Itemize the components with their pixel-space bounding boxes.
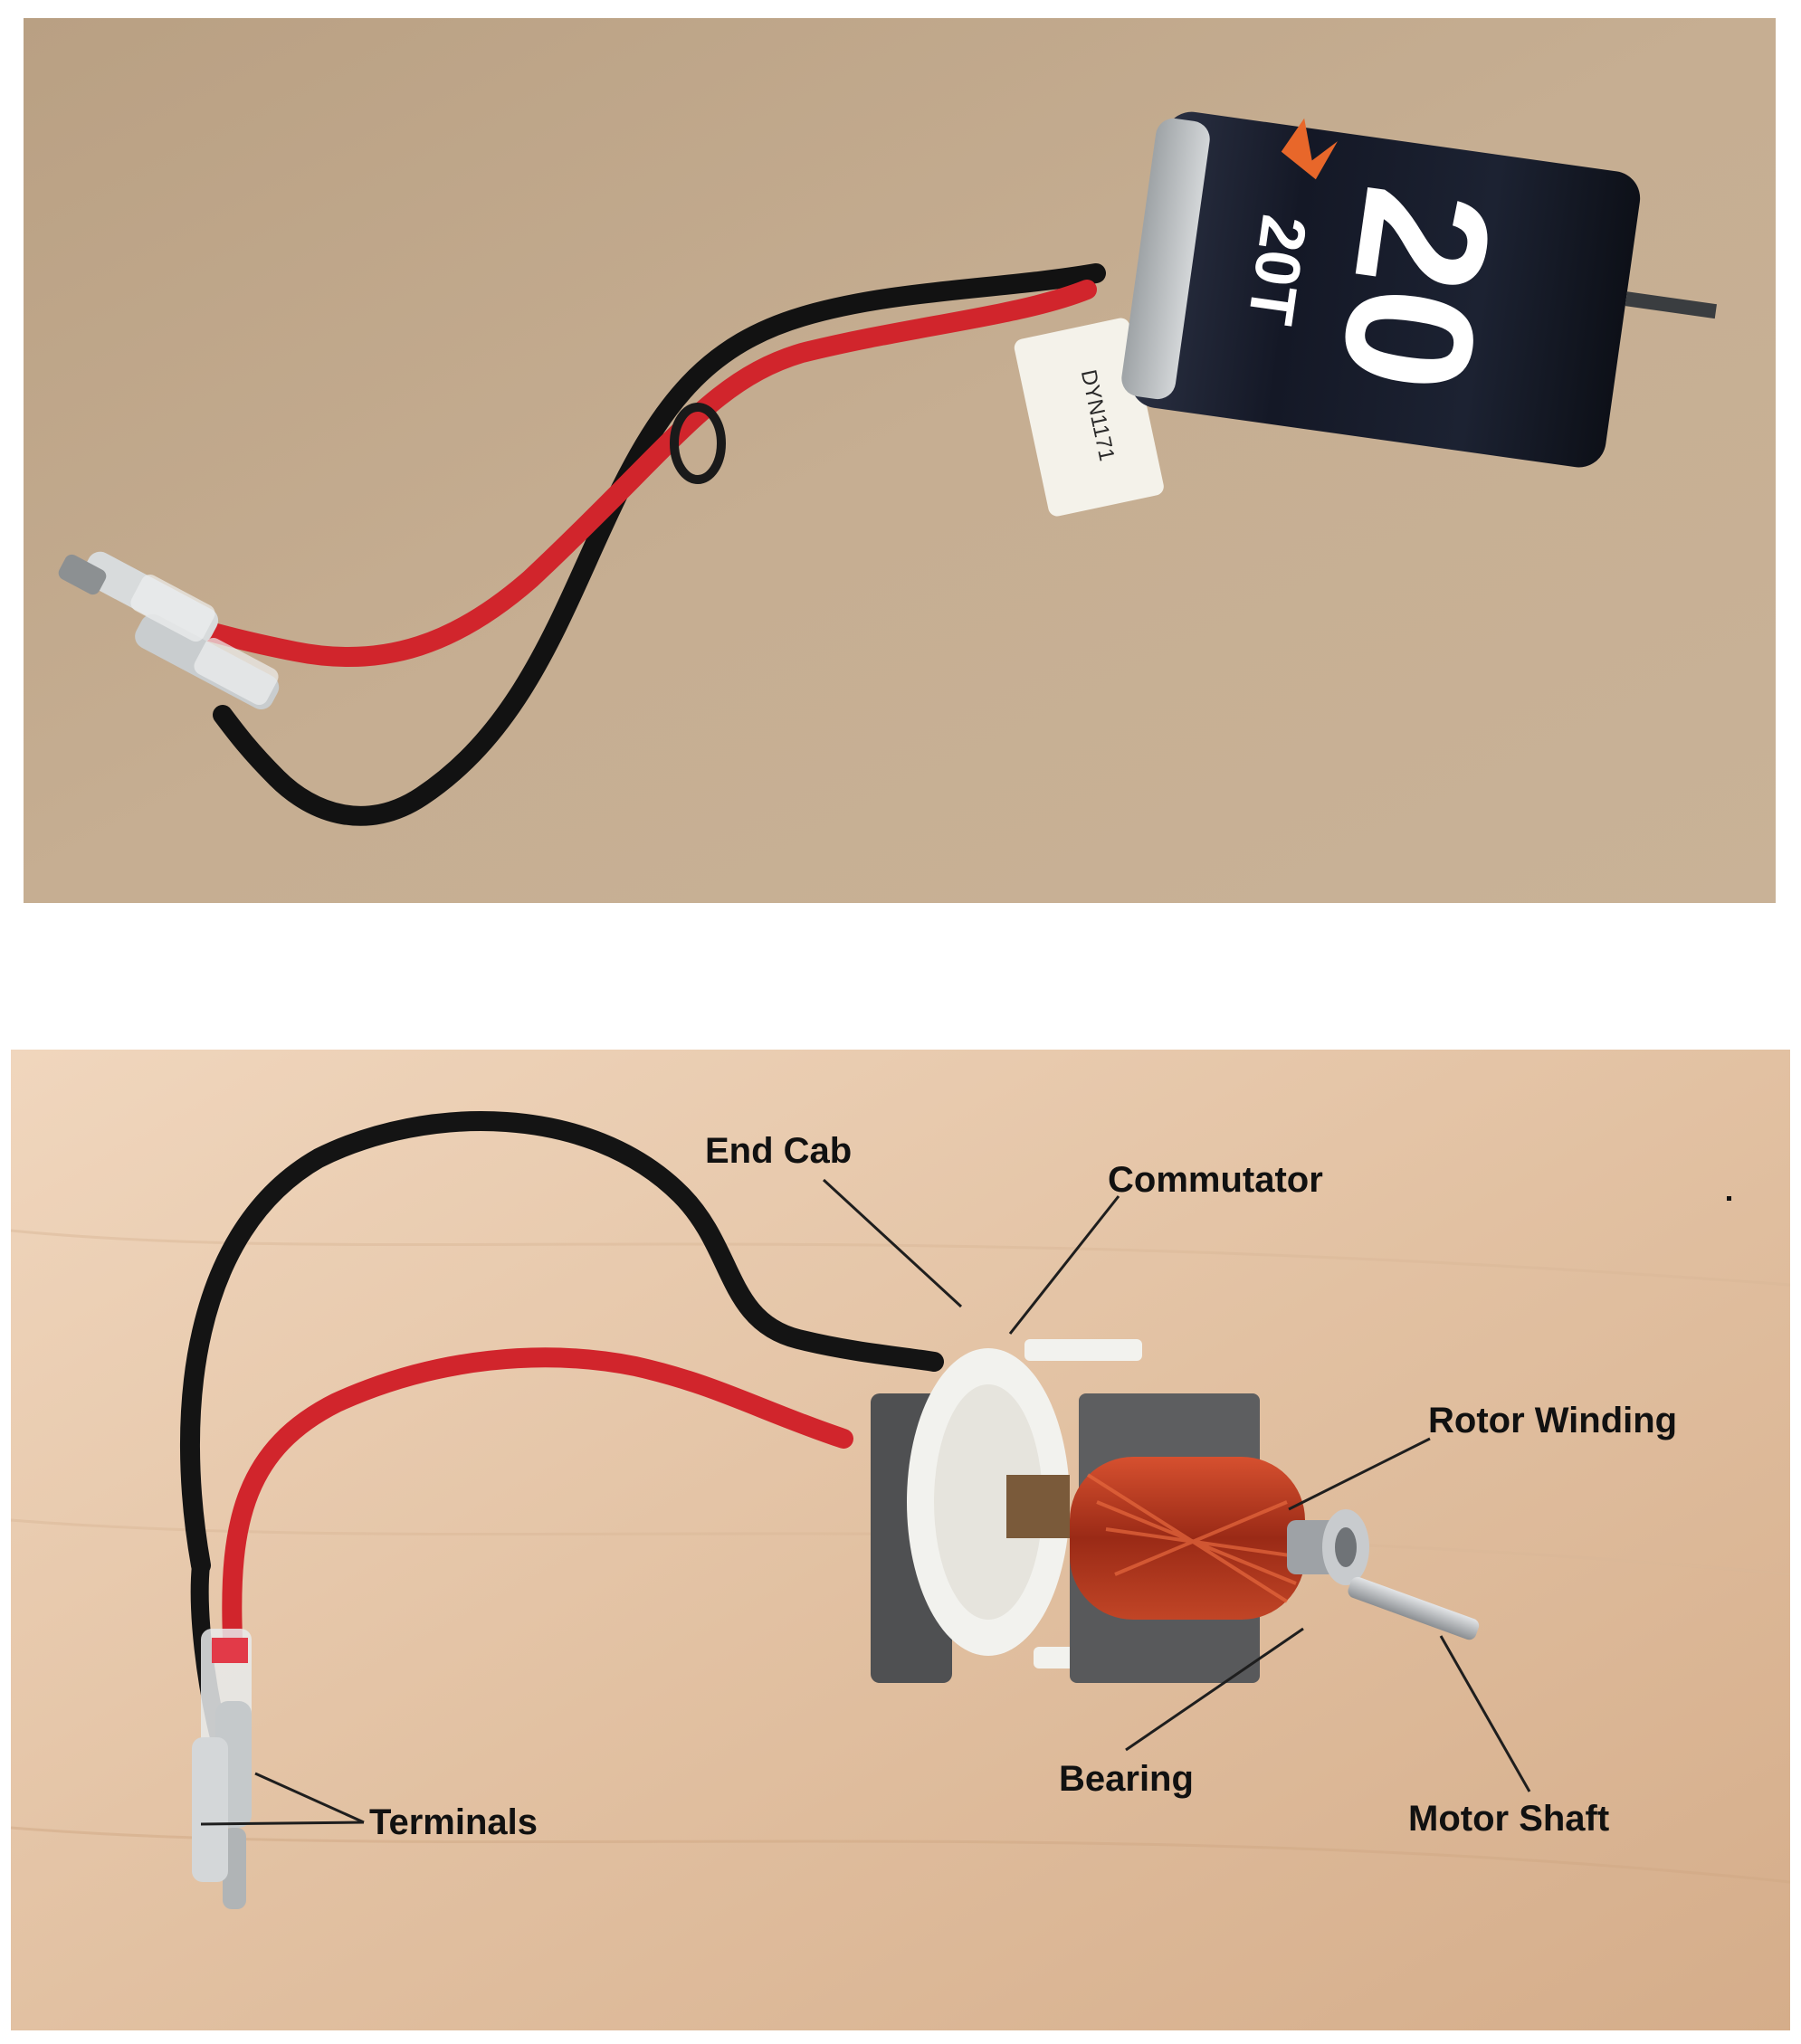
bullet-connectors	[58, 551, 280, 710]
label-motor-shaft: Motor Shaft	[1408, 1799, 1610, 1839]
label-bearing: Bearing	[1059, 1759, 1194, 1799]
black-wire	[179, 1111, 944, 1575]
black-wire	[213, 263, 1106, 826]
label-end-cab: End Cab	[705, 1131, 853, 1171]
label-commutator: Commutator	[1108, 1160, 1323, 1200]
rotor-winding	[1070, 1457, 1305, 1620]
terminal-connectors	[192, 1629, 252, 1909]
bearing-and-shaft	[1287, 1509, 1480, 1640]
cardboard-background	[24, 18, 1776, 903]
zip-tie	[670, 403, 726, 484]
assembled-motor-illustration: DYN1171 20 20T	[24, 18, 1776, 903]
red-wire	[222, 1347, 853, 1648]
label-terminals: Terminals	[369, 1802, 538, 1842]
assembled-motor-photo: DYN1171 20 20T	[24, 18, 1776, 903]
svg-text:20: 20	[1302, 176, 1530, 403]
svg-text:20T: 20T	[1235, 211, 1320, 328]
red-wire	[176, 280, 1097, 668]
motor-can: 20 20T	[1121, 111, 1717, 468]
disassembled-motor-photo	[11, 1050, 1790, 2030]
disassembled-motor-illustration	[11, 1050, 1790, 2030]
end-cap-assembly	[871, 1339, 1151, 1683]
label-rotor-winding: Rotor Winding	[1428, 1401, 1678, 1440]
